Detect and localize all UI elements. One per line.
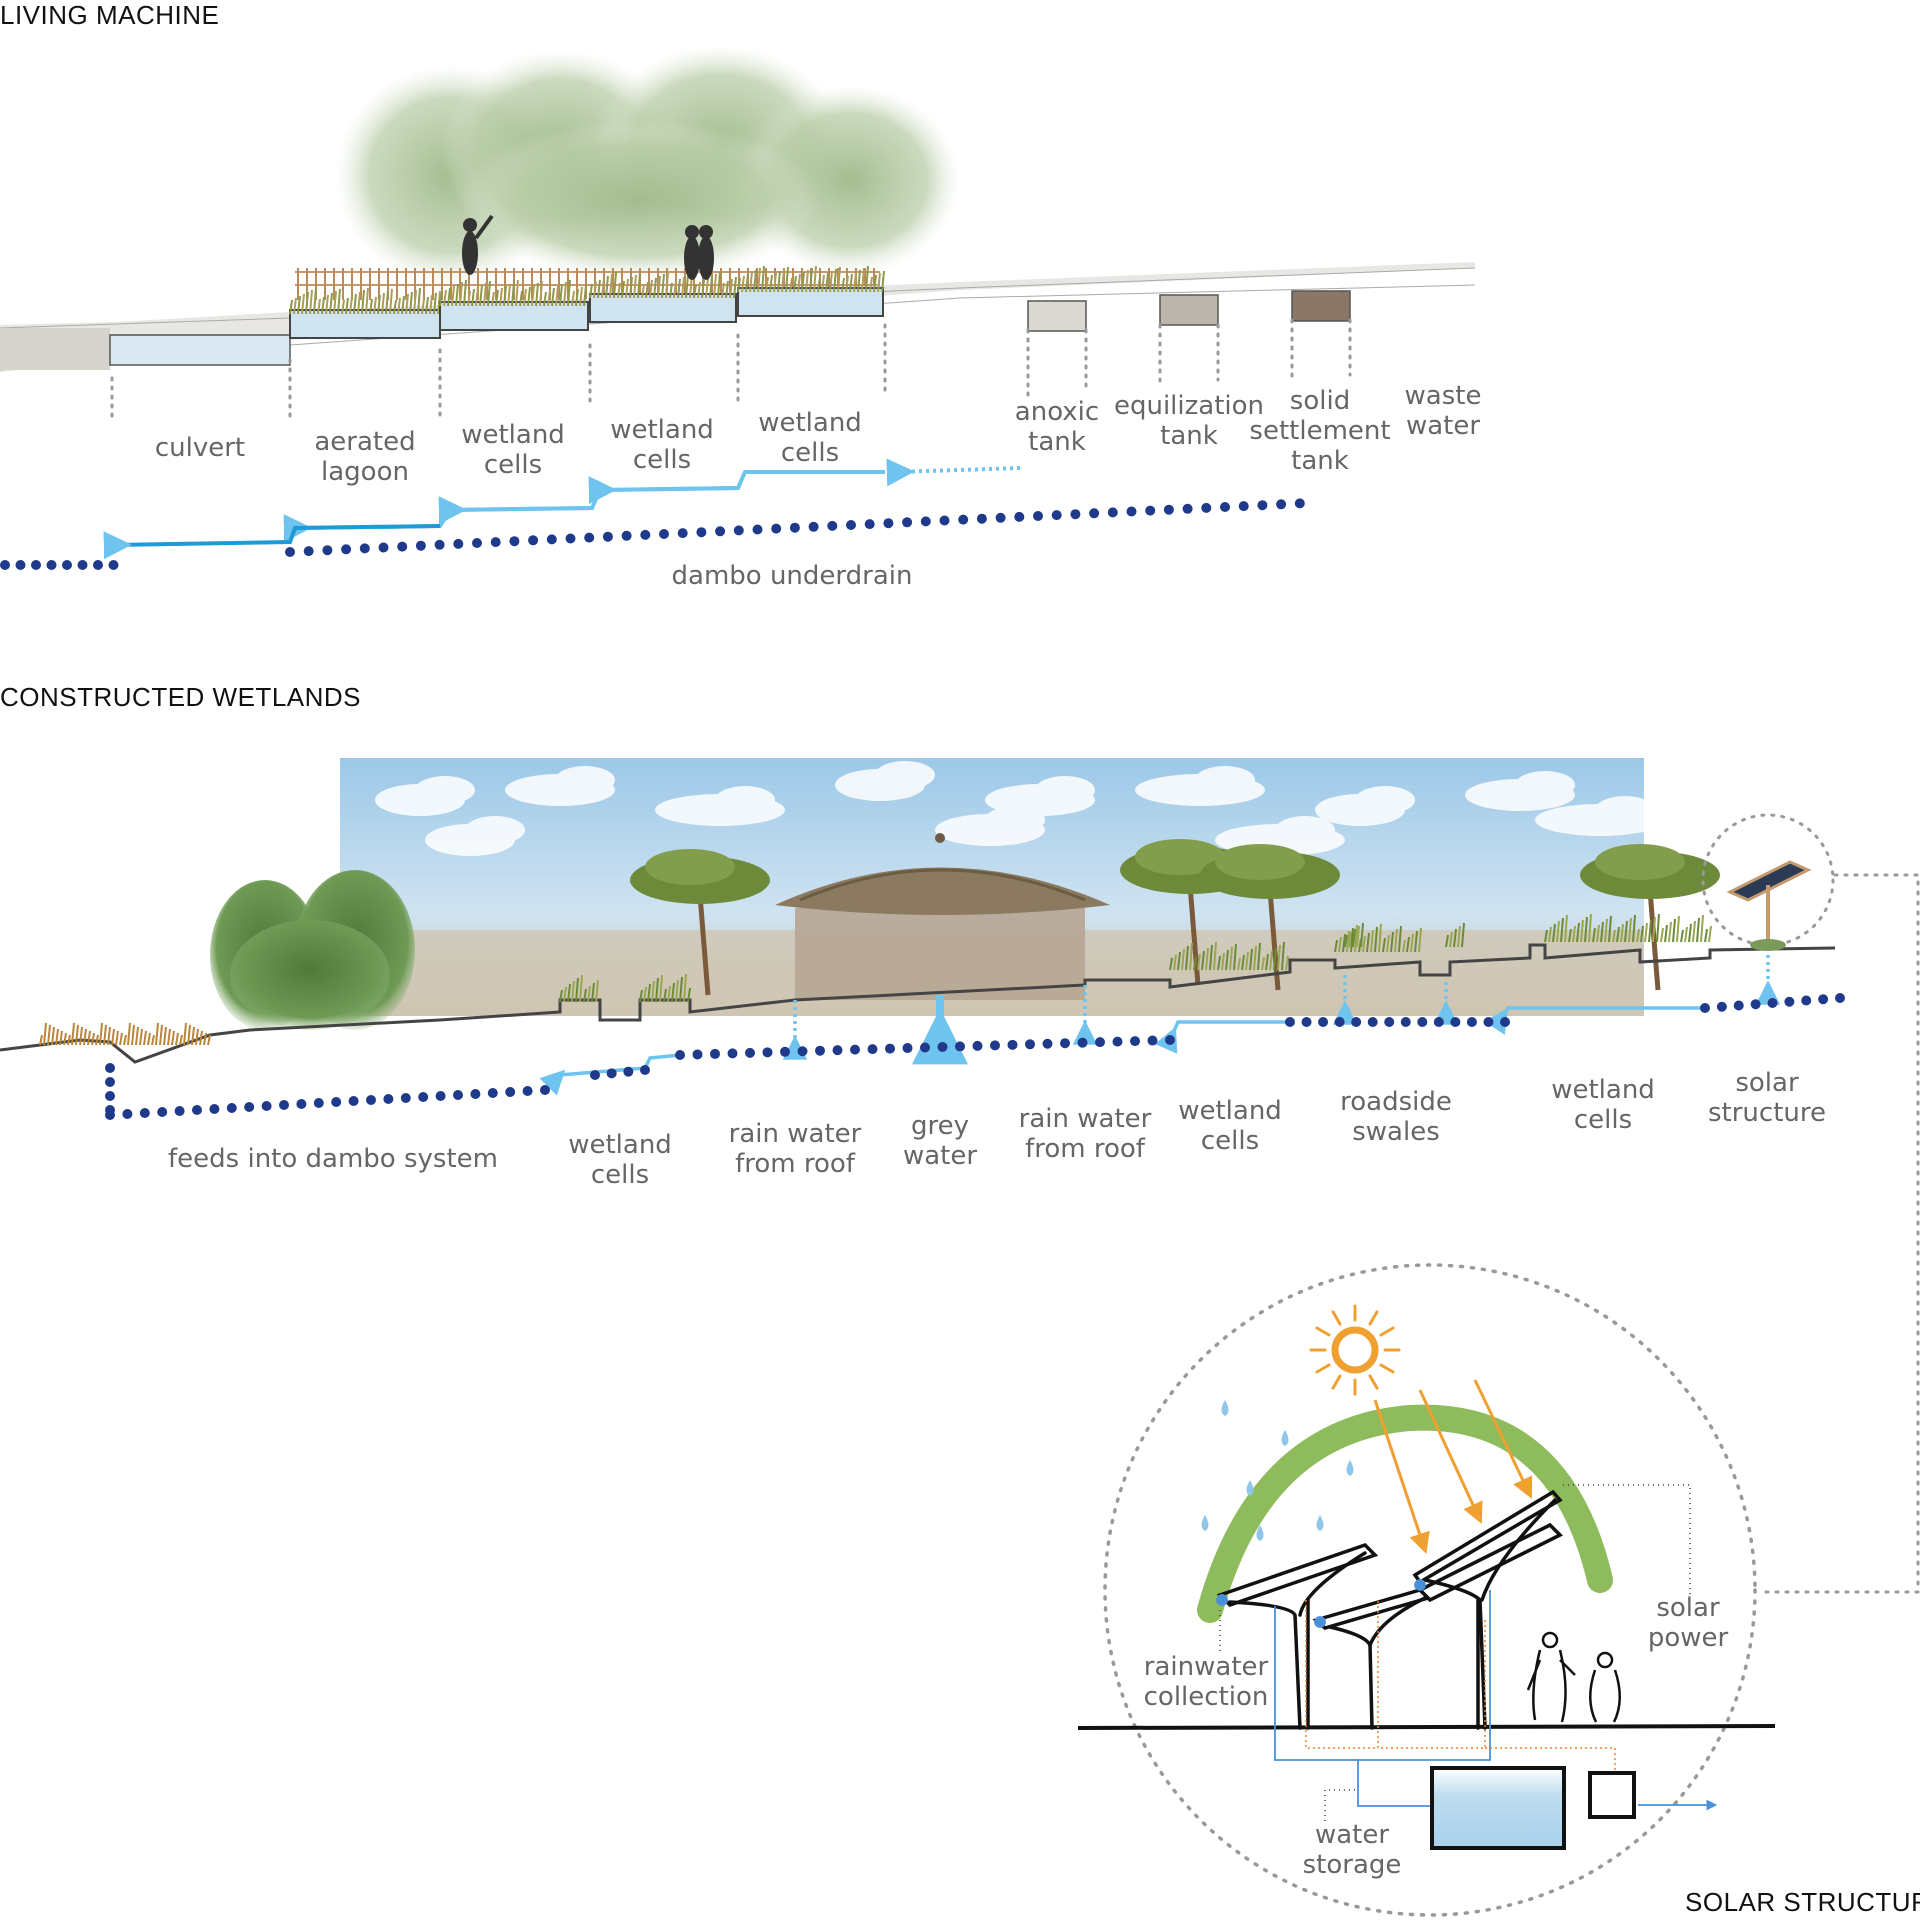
wetland-drain-dots (105, 993, 1845, 1120)
section-title-constructed-wetlands: CONSTRUCTED WETLANDS (0, 682, 362, 712)
solar-leader-lines (1219, 1484, 1691, 1822)
power-lines (1305, 1600, 1616, 1772)
solid-settlement-tank (1291, 290, 1351, 322)
bushes (210, 870, 415, 1030)
connector-line (1758, 873, 1920, 1594)
living-machine-cells (289, 265, 885, 339)
water-pipes (1216, 1579, 1718, 1812)
ground-line (0, 943, 1836, 1064)
wetland-flow-arrows (539, 955, 1781, 1096)
clouds (375, 761, 1665, 856)
power-box (1588, 1771, 1636, 1819)
sun-icon (1309, 1304, 1401, 1396)
flow-arrows (103, 458, 1021, 560)
section-title-solar-structure: SOLAR STRUCTURE (1685, 1887, 1920, 1917)
treatment-tanks (1027, 290, 1351, 332)
water-storage-tank (1430, 1766, 1566, 1850)
label-dambo-underdrain: dambo underdrain (671, 561, 913, 591)
anoxic-tank (1027, 300, 1087, 332)
people-silhouettes (462, 214, 714, 280)
small-solar-structure (1701, 813, 1835, 951)
label-culvert: culvert (154, 433, 246, 463)
culvert-water (109, 334, 291, 366)
raindrop-icons (1201, 1400, 1354, 1541)
constructed-wetlands-section (0, 758, 1920, 1594)
sunlight-arrows (1373, 1379, 1533, 1554)
living-machine-section (0, 45, 1476, 570)
equilization-tank (1159, 294, 1219, 326)
dambo-underdrain-dots (0, 498, 1305, 570)
tree-canopy (335, 45, 960, 285)
label-feeds-into-dambo: feeds into dambo system (168, 1144, 498, 1174)
people-sketch (1526, 1631, 1621, 1723)
solar-ground-line (1077, 1724, 1776, 1730)
wetland-cells-vegetation (39, 913, 1712, 1046)
acacia-trees (630, 839, 1720, 996)
section-title-living-machine: LIVING MACHINE (0, 0, 220, 30)
round-hut (775, 833, 1110, 1000)
solar-panel-canopies (1216, 1489, 1563, 1730)
label-leader-lines (110, 318, 1352, 422)
solar-structure-detail (1077, 1263, 1776, 1917)
green-canopy-arc (1197, 1404, 1613, 1623)
